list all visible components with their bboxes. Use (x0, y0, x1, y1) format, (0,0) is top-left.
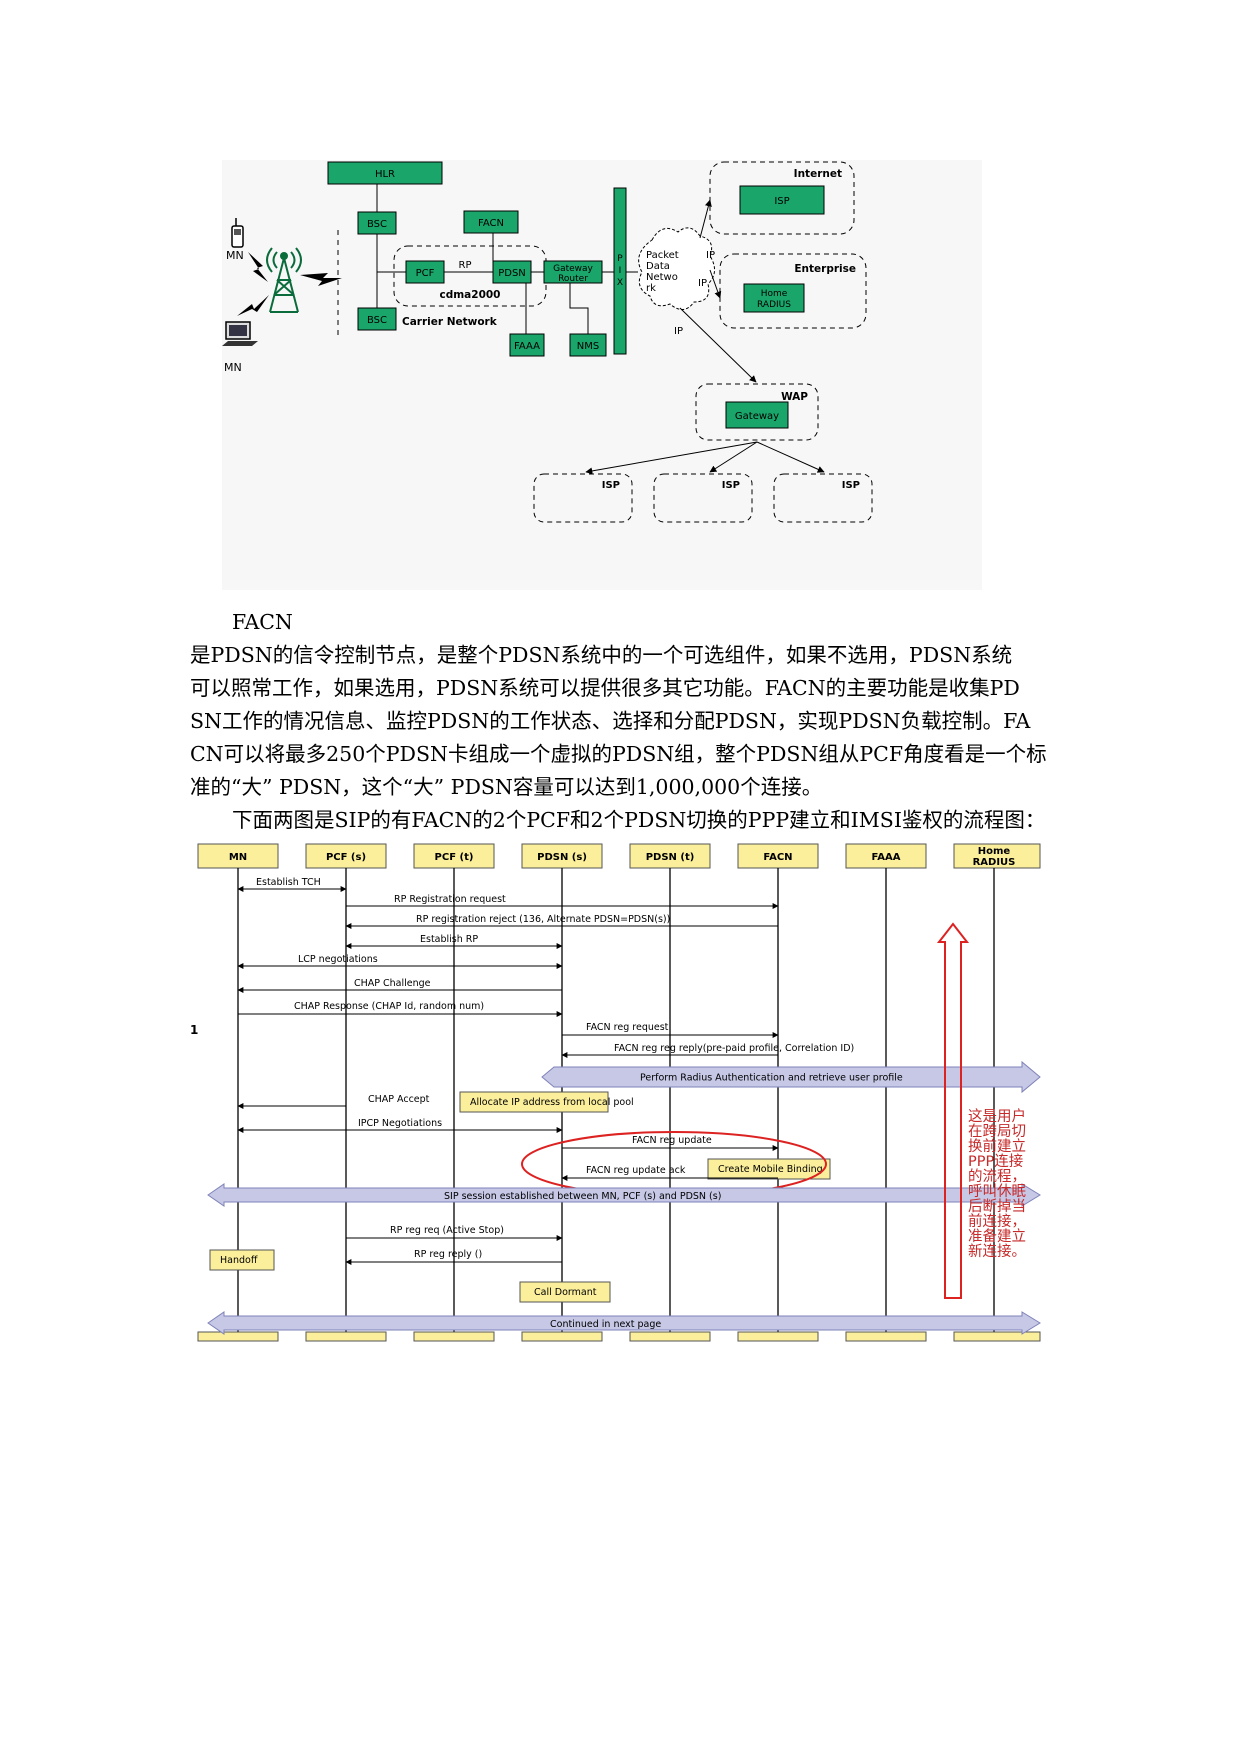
para-line-3: SN工作的情况信息、监控PDSN的工作状态、选择和分配PDSN，实现PDSN负载… (190, 709, 1031, 733)
msg-rp-registration-reject: RP registration reject (136, Alternate P… (416, 914, 670, 925)
msg-chap-response: CHAP Response (CHAP Id, random num) (294, 1001, 484, 1012)
annotation-line-8: 前连接， (968, 1213, 1026, 1230)
entity-pdsn-t: PDSN (t) (646, 852, 695, 863)
gateway-router-box: Gateway (553, 264, 593, 274)
pix-label-p: P (617, 254, 623, 264)
pdn-line1: Packet (646, 250, 679, 261)
isp-box-3: ISP (842, 480, 860, 491)
entity-mn: MN (229, 852, 247, 863)
facn-box: FACN (478, 218, 504, 229)
pdn-line2: Data (646, 261, 670, 272)
laptop-icon (222, 321, 258, 346)
wap-label: WAP (781, 391, 808, 403)
annotation-line-10: 新连接。 (968, 1243, 1026, 1260)
msg-sip-session: SIP session established between MN, PCF … (444, 1191, 721, 1202)
annotation-line-7: 后断掉当 (968, 1198, 1026, 1215)
ip-label-2: IP (698, 278, 707, 289)
red-up-arrow (936, 922, 970, 1299)
msg-continued: Continued in next page (550, 1319, 661, 1330)
msg-establish-tch: Establish TCH (256, 877, 321, 888)
bsc-box-bottom: BSC (367, 315, 387, 326)
annotation-line-4: PPP连接 (968, 1153, 1023, 1170)
internet-isp-box: ISP (774, 196, 789, 207)
sequence-diagram: MN PCF (s) PCF (t) PDSN (s) PDSN (t) FAC… (190, 843, 1041, 1342)
body-text: FACN 是PDSN的信令控制节点，是整个PDSN系统中的一个可选组件，如果不选… (190, 606, 1070, 837)
msg-facn-reg-update-ack: FACN reg update ack (586, 1165, 686, 1176)
annotation-line-6: 呼叫休眠 (968, 1183, 1026, 1200)
cdma2000-label: cdma2000 (440, 289, 501, 301)
entity-headers: MN PCF (s) PCF (t) PDSN (s) PDSN (t) FAC… (197, 843, 1041, 869)
pdn-line3: Netwo (646, 272, 678, 283)
para-line-5: 准的“大” PDSN，这个“大” PDSN容量可以达到1,000,000个连接。 (190, 775, 823, 799)
wap-gateway-box: Gateway (735, 411, 779, 422)
annotation-line-1: 这是用户 (968, 1108, 1026, 1125)
band-sip-session (207, 1183, 1041, 1207)
mn-label-laptop: MN (224, 361, 242, 374)
msg-lcp-negotiations: LCP negotiations (298, 954, 378, 965)
pdn-line4: rk (646, 283, 656, 294)
entity-footers (197, 1331, 1041, 1342)
wireless-bolt-icon (237, 252, 342, 316)
facn-heading: FACN (232, 610, 293, 634)
ip-label-1: IP (706, 250, 715, 261)
rp-label: RP (459, 260, 472, 271)
bsc-box-top: BSC (367, 219, 387, 230)
msg-radius-auth: Perform Radius Authentication and retrie… (640, 1073, 903, 1084)
home-radius-box-line2: RADIUS (757, 300, 791, 310)
intro-line: 下面两图是SIP的有FACN的2个PCF和2个PDSN切换的PPP建立和IMSI… (232, 808, 1046, 832)
msg-facn-reg-update: FACN reg update (632, 1135, 712, 1146)
note-create-mobile-binding: Create Mobile Binding (718, 1164, 823, 1175)
figure-label: 图1 (190, 1023, 198, 1037)
para-line-2: 可以照常工作，如果选用，PDSN系统可以提供很多其它功能。FACN的主要功能是收… (190, 676, 1020, 700)
msg-rp-registration-request: RP Registration request (394, 894, 506, 905)
msg-facn-reg-request: FACN reg request (586, 1022, 669, 1033)
band-continued (207, 1311, 1041, 1335)
isp-box-2: ISP (722, 480, 740, 491)
enterprise-label: Enterprise (794, 263, 856, 275)
pdsn-box: PDSN (498, 268, 526, 279)
annotation-red-text: 这是用户 在跨局切 换前建立 PPP连接 的流程， 呼叫休眠 后断掉当 前连接，… (968, 1108, 1026, 1260)
band-radius-auth (541, 1060, 1041, 1094)
faaa-box: FAAA (514, 341, 540, 352)
isp-box-1: ISP (602, 480, 620, 491)
carrier-network-label: Carrier Network (402, 316, 498, 328)
annotation-line-9: 准备建立 (968, 1228, 1026, 1245)
network-diagram: MN MN HLR BSC BSC Carrier Network (222, 160, 982, 590)
annotation-line-3: 换前建立 (968, 1138, 1026, 1155)
packet-data-network-cloud (638, 227, 715, 310)
entity-pdsn-s: PDSN (s) (537, 852, 587, 863)
entity-pcf-t: PCF (t) (435, 852, 474, 863)
note-allocate-ip: Allocate IP address from local pool (470, 1097, 634, 1108)
home-radius-box: Home (761, 289, 788, 299)
msg-facn-reg-reply: FACN reg reg reply(pre-paid profile, Cor… (614, 1043, 854, 1054)
msg-rp-reg-req: RP reg req (Active Stop) (390, 1225, 504, 1236)
entity-home-radius: Home (978, 846, 1011, 857)
note-handoff: Handoff (220, 1255, 258, 1266)
entity-facn: FACN (763, 852, 792, 863)
para-line-4: CN可以将最多250个PDSN卡组成一个虚拟的PDSN组，整个PDSN组从PCF… (190, 742, 1047, 766)
gateway-router-box-line2: Router (558, 274, 588, 284)
note-call-dormant: Call Dormant (534, 1287, 597, 1298)
mobile-phone-icon (231, 218, 244, 248)
pix-label-i: I (619, 266, 622, 276)
entity-faaa: FAAA (872, 852, 901, 863)
annotation-line-2: 在跨局切 (968, 1123, 1026, 1140)
msg-ipcp-negotiations: IPCP Negotiations (358, 1118, 442, 1129)
pix-label-x: X (617, 278, 623, 288)
entity-home-radius-line2: RADIUS (973, 857, 1016, 868)
nms-box: NMS (577, 341, 599, 352)
entity-pcf-s: PCF (s) (326, 852, 366, 863)
radio-tower-icon (266, 247, 302, 313)
msg-rp-reg-reply: RP reg reply () (414, 1249, 482, 1260)
annotation-line-5: 的流程， (968, 1168, 1026, 1185)
ip-label-3: IP (674, 326, 683, 337)
msg-chap-challenge: CHAP Challenge (354, 978, 431, 989)
msg-chap-accept: CHAP Accept (368, 1094, 430, 1105)
para-line-1: 是PDSN的信令控制节点，是整个PDSN系统中的一个可选组件，如果不选用，PDS… (190, 643, 1013, 667)
mn-label-phone: MN (226, 249, 244, 262)
internet-label: Internet (794, 168, 842, 180)
msg-establish-rp: Establish RP (420, 934, 478, 945)
pcf-box: PCF (416, 268, 435, 279)
hlr-box: HLR (375, 169, 395, 180)
